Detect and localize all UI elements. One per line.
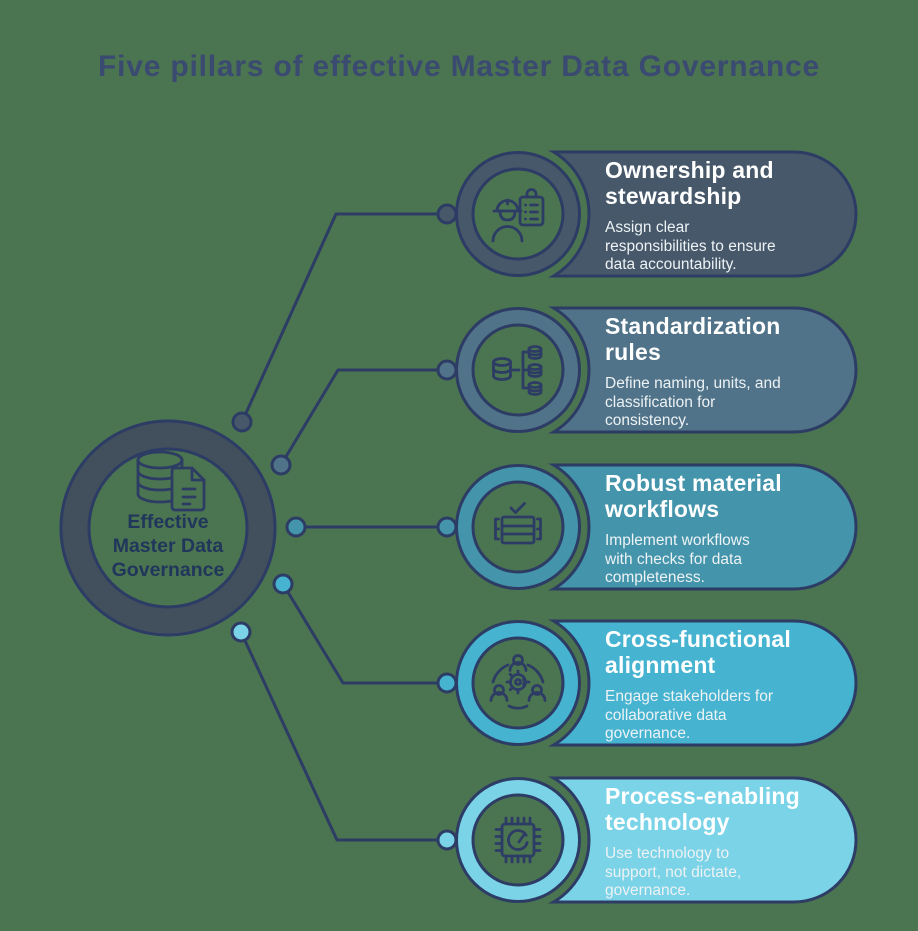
central-hub-label: Effective Master Data Governance (111, 511, 225, 581)
workflow-table-check-icon (494, 502, 542, 545)
connector-dot (231, 411, 253, 433)
connector-line (240, 212, 449, 424)
pillar-title: Cross-functional alignment (605, 626, 791, 678)
collaboration-gear-icon (489, 654, 547, 710)
pillar-card (548, 619, 858, 747)
pillar-card (548, 463, 858, 591)
pillar-icon-inner (471, 167, 565, 261)
engineer-clipboard-icon (491, 188, 545, 243)
connector-line (281, 582, 449, 685)
pillar-description: Use technology to support, not dictate, … (605, 845, 742, 900)
chip-gauge-icon (494, 816, 542, 864)
pillar-description: Implement workflows with checks for data… (605, 532, 750, 587)
pillar-card (548, 776, 858, 904)
connector-dot (270, 454, 292, 476)
page-title: Five pillars of effective Master Data Go… (98, 50, 820, 83)
connector-dot (436, 672, 458, 694)
pillar-icon-inner (471, 636, 565, 730)
pillar-card (548, 306, 858, 434)
connector-dot (436, 359, 458, 381)
data-mapping-icon (492, 345, 543, 396)
pillar-description: Define naming, units, and classification… (605, 375, 781, 430)
pillar-title: Process-enabling technology (605, 783, 800, 835)
connector-line (239, 630, 449, 842)
connector-dot (272, 573, 294, 595)
connector-dot (436, 829, 458, 851)
connector-dot (436, 516, 458, 538)
connector-dot (230, 621, 252, 643)
connector-dot (285, 516, 307, 538)
pillar-description: Assign clear responsibilities to ensure … (605, 219, 776, 274)
pillar-description: Engage stakeholders for collaborative da… (605, 688, 774, 743)
pillar-title: Robust material workflows (605, 470, 782, 522)
pillar-title: Ownership and stewardship (605, 157, 774, 209)
database-document-icon (136, 450, 206, 512)
connector-dot (436, 203, 458, 225)
connector-line (279, 368, 449, 467)
central-hub-inner (87, 447, 249, 609)
pillar-icon-inner (471, 793, 565, 887)
pillar-card (548, 150, 858, 278)
pillar-title: Standardization rules (605, 313, 781, 365)
connector-dots (230, 203, 458, 851)
connector-lines (239, 212, 449, 842)
